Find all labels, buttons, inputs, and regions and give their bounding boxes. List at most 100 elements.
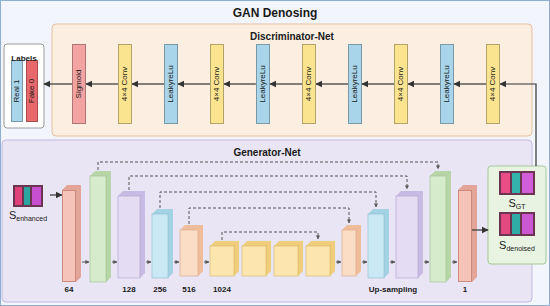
block-side: [242, 241, 271, 276]
label-wrap: 516: [182, 285, 195, 295]
layer-label: LeakyreLu: [350, 65, 360, 102]
labels-panel: [4, 44, 44, 128]
block-side: [210, 241, 239, 276]
block-side: [430, 171, 451, 282]
connector-arrow: [44, 83, 72, 84]
label-bar: Fake 0: [26, 60, 38, 122]
skip-line: [222, 232, 318, 240]
connector-arrow: [270, 83, 302, 84]
image-stripe: [24, 187, 30, 205]
connector-arrow: [316, 83, 348, 84]
layer-label: Fake 0: [27, 79, 37, 103]
image-caption-group: Sdenoised: [488, 210, 546, 252]
image-stripe: [32, 187, 41, 205]
image-caption-group: Senhanced: [6, 184, 50, 222]
layer-label: LeakyreLu: [258, 65, 268, 102]
block-front: [458, 190, 472, 282]
block-front: [90, 176, 106, 282]
network-panel: Senhanced641Generator-Net: [2, 140, 532, 302]
channel-number: 256: [153, 285, 166, 295]
image-stripe: [501, 173, 510, 193]
block-side: [274, 241, 303, 276]
title-wrap: GAN Denosing: [0, 3, 550, 21]
panel-title: Generator-Net: [233, 147, 300, 159]
label-bar: Real 1: [11, 60, 23, 122]
layer-label: 4×4 Conv: [212, 67, 222, 101]
block-front: [430, 176, 446, 282]
subscript: GT: [516, 200, 526, 214]
image-stripe: [512, 173, 520, 193]
block-side: [62, 185, 81, 282]
label-wrap: 256: [153, 285, 166, 295]
image-stripe: [522, 214, 533, 234]
network-panel: Sigmoid 4×4 Conv LeakyreLu 4×4 Conv LeakyreL…: [52, 24, 532, 136]
subscript: enhanced: [16, 212, 47, 226]
layer-label: 4×4 Conv: [488, 67, 498, 101]
channel-number: 1024: [213, 285, 231, 295]
connector-arrow: [224, 83, 256, 84]
block-side: [458, 185, 477, 282]
image-frame: [499, 212, 535, 236]
output-panel: [488, 166, 546, 264]
flow-arrow: [390, 262, 395, 263]
block-front: [180, 230, 198, 276]
connector-arrow: [50, 194, 62, 195]
flow-arrow: [336, 262, 341, 263]
image-pair-box: SGT Sdenoised: [488, 166, 546, 264]
subscript: denoised: [506, 242, 534, 256]
connector-arrow: [132, 83, 164, 84]
input-image: Senhanced: [6, 184, 50, 226]
block-side: [152, 209, 173, 278]
layer-box: LeakyreLu: [164, 44, 178, 124]
block-side: [396, 191, 423, 278]
block-front: [242, 246, 266, 276]
label-wrap: Up-sampling: [369, 285, 417, 295]
skip-connections: [98, 162, 438, 240]
connector-arrow: [500, 84, 536, 166]
image-stripe: [15, 187, 22, 205]
flow-arrows: [82, 262, 457, 263]
layer-label: 4×4 Conv: [120, 67, 130, 101]
block-side: [118, 191, 145, 278]
layer-box: LeakyreLu: [440, 44, 454, 124]
caption-row: SGT: [488, 196, 546, 210]
image-stripe: [522, 173, 533, 193]
layer-box: 4×4 Conv: [210, 44, 224, 124]
unet-blocks: [62, 171, 477, 282]
layer-box: LeakyreLu: [348, 44, 362, 124]
block-side: [368, 209, 389, 278]
label-wrap: 1024: [213, 285, 231, 295]
labels-box: Real 1Fake 0Labels: [4, 44, 44, 128]
flow-arrow: [362, 262, 367, 263]
image-space: [6, 184, 50, 208]
layer-label: 4×4 Conv: [396, 67, 406, 101]
channel-number: Up-sampling: [369, 285, 417, 295]
layer-box: LeakyreLu: [256, 44, 270, 124]
channel-number: 516: [182, 285, 195, 295]
layer-label: Real 1: [12, 79, 22, 102]
flow-arrow: [146, 262, 151, 263]
panel-title: Discriminator-Net: [250, 31, 334, 43]
block-front: [152, 214, 168, 278]
denoised-image: [499, 212, 535, 236]
flow-arrow: [82, 262, 89, 263]
layer-label: 4×4 Conv: [304, 67, 314, 101]
block-side: [306, 241, 335, 276]
label-wrap: 128: [122, 285, 135, 295]
flow-arrow: [452, 262, 457, 263]
layer-box: Sigmoid: [72, 44, 86, 124]
block-side: [180, 225, 203, 276]
image-stripe: [501, 214, 510, 234]
symbol: S: [9, 208, 16, 222]
channel-number: 1: [463, 285, 467, 295]
ground-truth-image: [499, 171, 535, 195]
layer-label: LeakyreLu: [166, 65, 176, 102]
skip-line: [129, 176, 407, 190]
connector-arrow: [408, 83, 440, 84]
layer-label: Sigmoid: [74, 70, 84, 99]
skip-line: [160, 192, 376, 208]
generator-panel: [2, 140, 532, 302]
skip-line: [189, 208, 349, 224]
caption-row: Sdenoised: [488, 238, 546, 252]
flow-arrow: [204, 262, 209, 263]
